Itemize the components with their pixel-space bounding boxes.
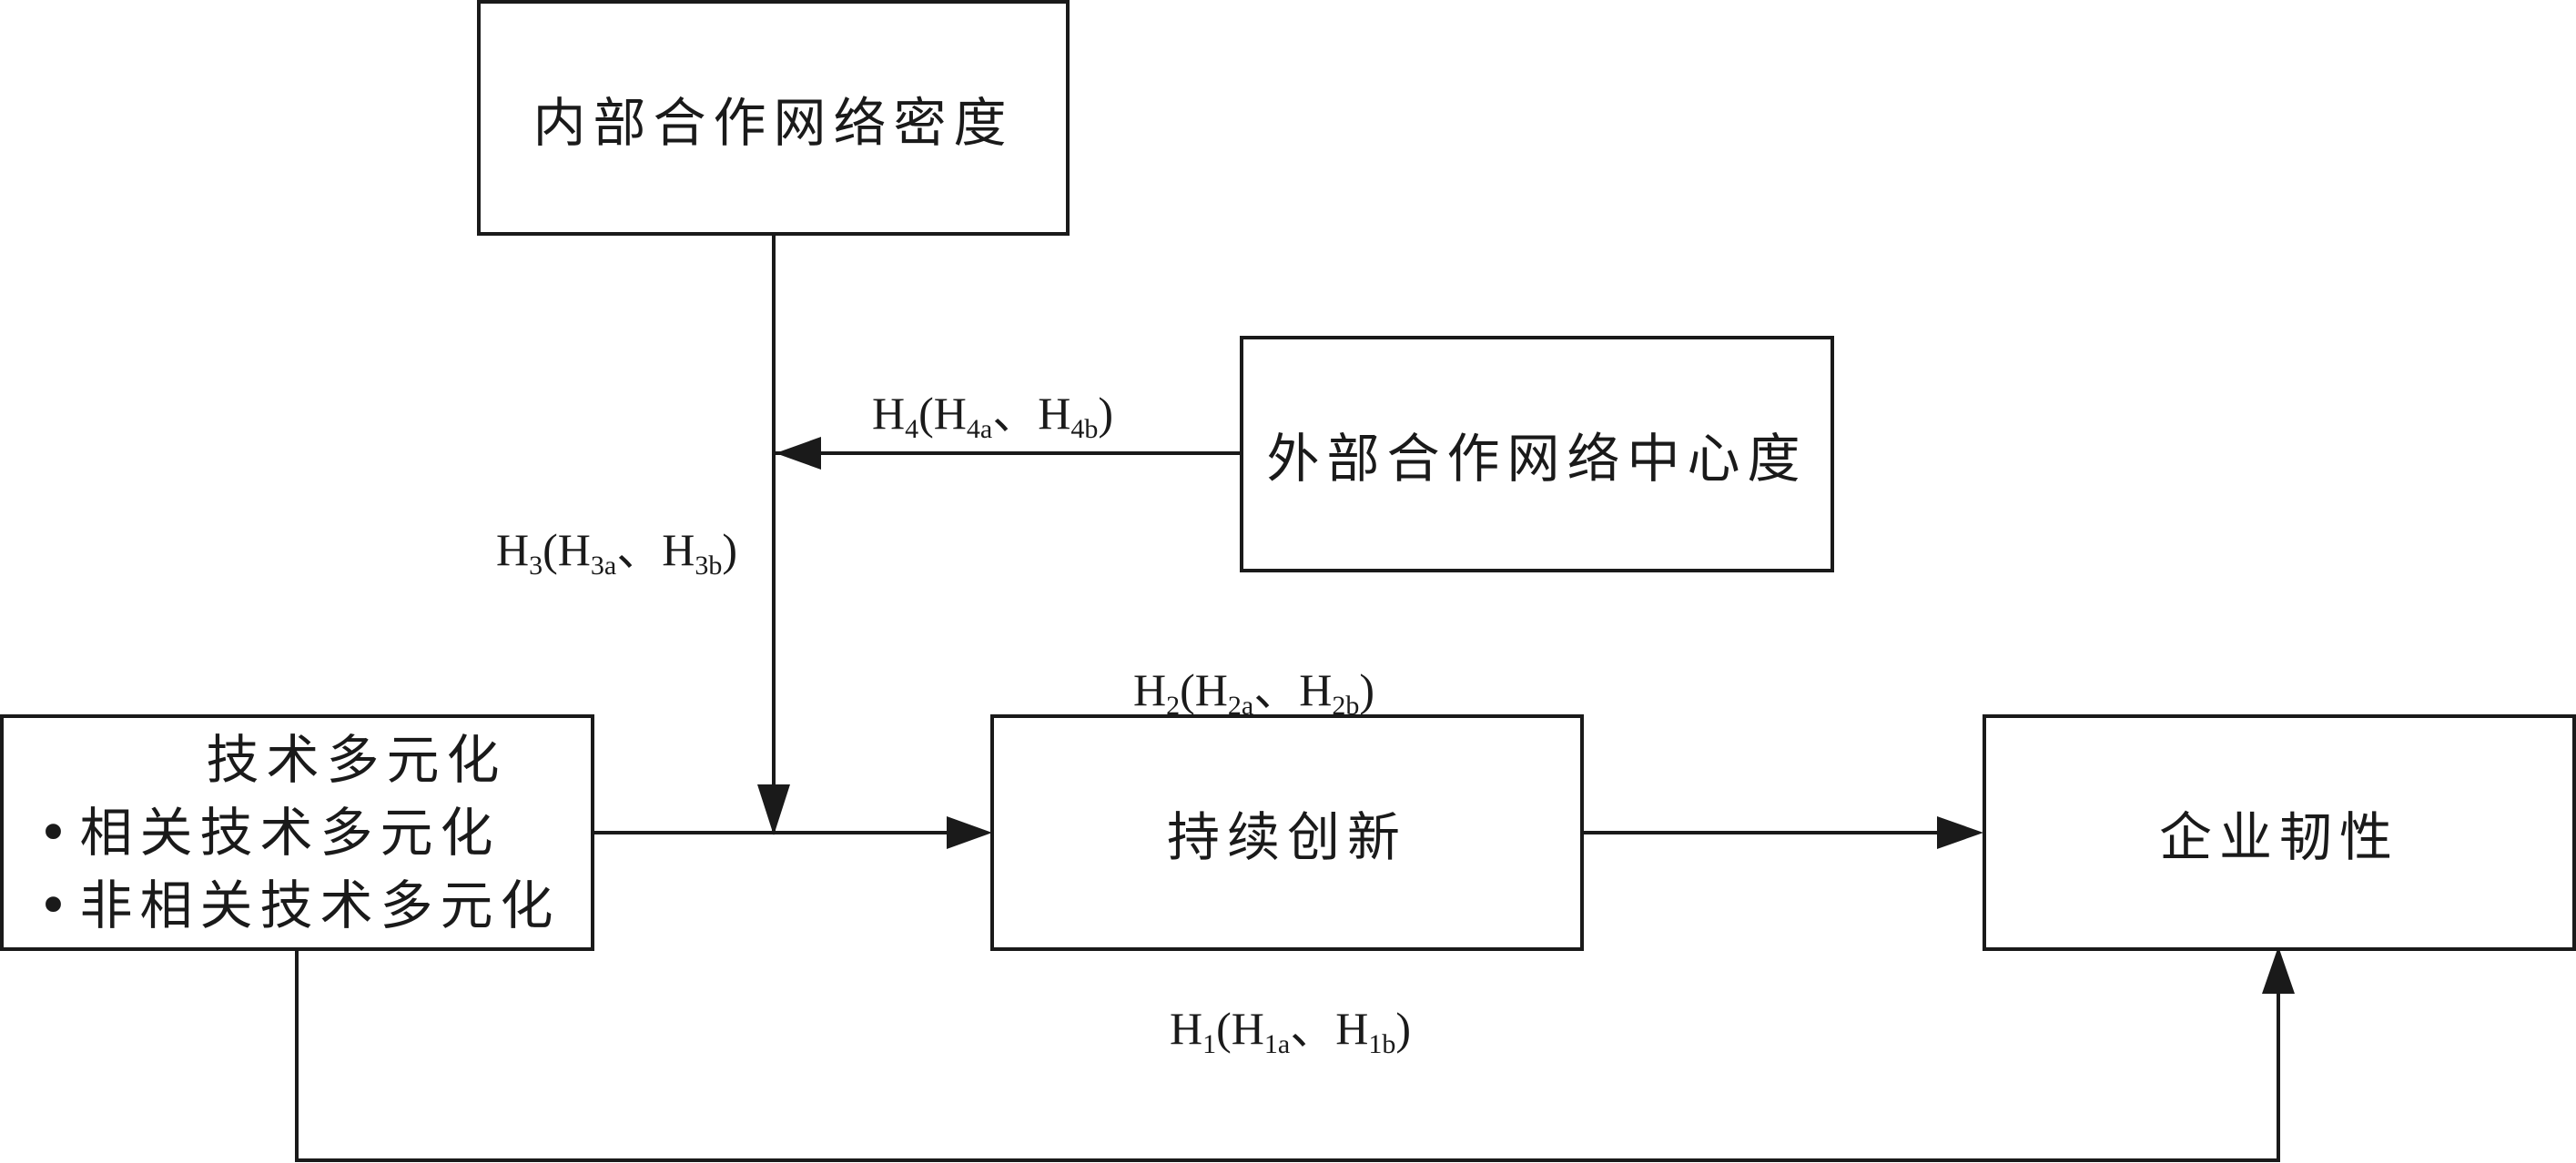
h2-a-sub: 2a xyxy=(1227,691,1254,721)
h2-main: H xyxy=(1133,664,1167,715)
box-sustained-innovation: 持续创新 xyxy=(990,714,1584,951)
h4-b-sub: 4b xyxy=(1070,414,1099,444)
h1-a: H xyxy=(1231,1003,1264,1054)
h3-sep: 、 xyxy=(616,524,663,575)
h3-a: H xyxy=(557,524,591,575)
h3-main: H xyxy=(496,524,530,575)
h4-main-sub: 4 xyxy=(905,414,919,444)
box-internal-network-density: 内部合作网络密度 xyxy=(477,0,1070,236)
h4-a-sub: 4a xyxy=(966,414,993,444)
h1-b: H xyxy=(1335,1003,1369,1054)
bullet-icon: • xyxy=(37,875,76,936)
hypothesis-h1-label: H1(H1a、H1b) xyxy=(1170,1003,1411,1059)
h2-sep: 、 xyxy=(1253,664,1300,715)
h4-main: H xyxy=(872,388,906,439)
tech-item-related-label: 相关技术多元化 xyxy=(79,802,501,864)
tech-item-unrelated-label: 非相关技术多元化 xyxy=(79,875,561,936)
arrowhead-up-resilience xyxy=(2262,946,2295,994)
box-external-network-centrality: 外部合作网络中心度 xyxy=(1240,336,1834,572)
h3-main-sub: 3 xyxy=(529,551,543,581)
arrowhead-right-innovation xyxy=(947,816,992,849)
internal-density-label: 内部合作网络密度 xyxy=(532,91,1014,154)
arrowhead-right-resilience xyxy=(1937,816,1983,849)
h3-b: H xyxy=(662,524,695,575)
h3-a-sub: 3a xyxy=(590,551,617,581)
hypothesis-h3-label: H3(H3a、H3b) xyxy=(496,524,737,581)
h1-sep: 、 xyxy=(1290,1003,1336,1054)
tech-item-unrelated: •非相关技术多元化 xyxy=(34,869,560,942)
h2-b-sub: 2b xyxy=(1332,691,1360,721)
firm-resilience-label: 企业韧性 xyxy=(2158,806,2399,868)
sustained-innovation-label: 持续创新 xyxy=(1166,806,1407,868)
hypothesis-h4-label: H4(H4a、H4b) xyxy=(872,388,1113,444)
h2-a: H xyxy=(1194,664,1228,715)
h1-a-sub: 1a xyxy=(1263,1029,1291,1059)
h2-main-sub: 2 xyxy=(1166,691,1181,721)
h2-b: H xyxy=(1299,664,1333,715)
h4-b: H xyxy=(1038,388,1071,439)
h1-b-sub: 1b xyxy=(1368,1029,1396,1059)
h4-sep: 、 xyxy=(992,388,1039,439)
connector-tech-to-resilience-direct xyxy=(295,949,2280,1162)
arrowhead-down-internal xyxy=(757,784,790,835)
external-centrality-label: 外部合作网络中心度 xyxy=(1266,428,1808,490)
tech-item-related: •相关技术多元化 xyxy=(34,796,560,869)
h4-a: H xyxy=(933,388,967,439)
arrowhead-left-external xyxy=(776,437,821,470)
h3-b-sub: 3b xyxy=(695,551,723,581)
h1-main: H xyxy=(1170,1003,1203,1054)
box-firm-resilience: 企业韧性 xyxy=(1983,714,2576,951)
bullet-icon: • xyxy=(37,802,76,864)
tech-diversification-title: 技术多元化 xyxy=(206,729,507,791)
h1-main-sub: 1 xyxy=(1202,1029,1217,1059)
hypothesis-h2-label: H2(H2a、H2b) xyxy=(1133,664,1374,721)
box-technology-diversification: 技术多元化 •相关技术多元化 •非相关技术多元化 xyxy=(0,714,594,951)
